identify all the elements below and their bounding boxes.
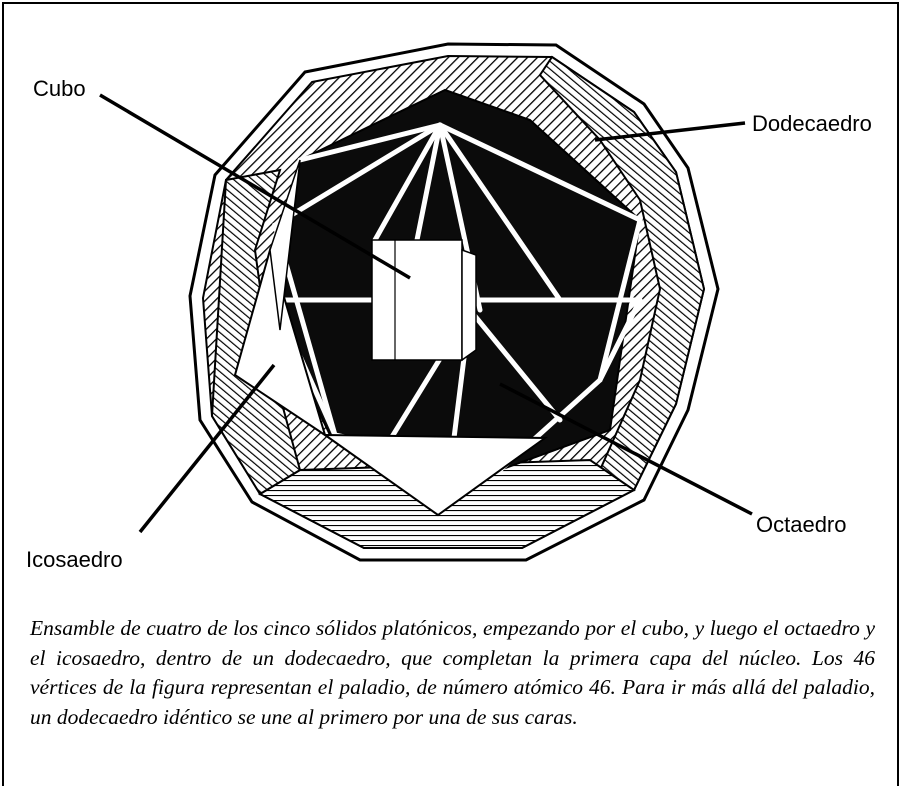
cube-shape (371, 239, 477, 362)
cube-label: Cubo (33, 76, 86, 101)
icosahedron-leader-line (138, 363, 276, 534)
leader-lines (99, 93, 753, 534)
dodecahedron-label: Dodecaedro (752, 111, 872, 136)
cube-leader-line (99, 93, 411, 280)
icosahedron-label: Icosaedro (26, 547, 123, 572)
octahedron-label: Octaedro (756, 512, 847, 537)
figure-caption: Ensamble de cuatro de los cinco sólidos … (30, 616, 875, 729)
dodecahedron-leader-line (594, 121, 746, 142)
platonic-solids-illustration (99, 42, 753, 562)
octahedron-leader-line (499, 382, 753, 516)
icosahedron-shape (233, 159, 549, 517)
